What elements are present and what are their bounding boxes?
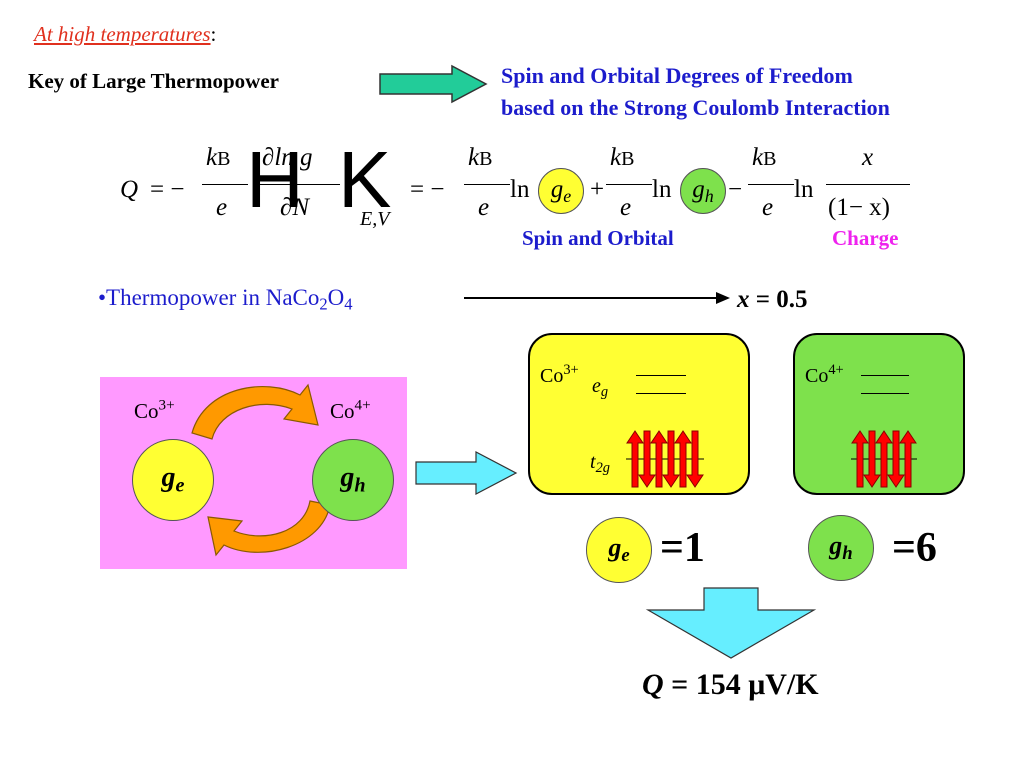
t2g-spin-arrows-icon	[626, 430, 704, 488]
eq-e-1: e	[216, 194, 228, 221]
eq-plus: +	[590, 176, 605, 203]
co4-level-box: Co4+	[793, 333, 965, 495]
key-right-arrow-icon	[379, 64, 488, 104]
eq-EV: E,V	[360, 208, 390, 230]
eq-glyph-K: K	[338, 135, 392, 224]
q-result: Q = 154 μV/K	[642, 668, 819, 701]
t2g-label: t2g	[590, 451, 610, 477]
pink-co3-label: Co3+	[134, 397, 175, 423]
key-label: Key of Large Thermopower	[28, 69, 279, 93]
eq-glyph-H: H	[246, 135, 304, 224]
eq-equals-minus-2: = −	[410, 176, 445, 203]
pink-co4-label: Co4+	[330, 397, 371, 423]
eq-ln-2: ln	[652, 176, 672, 203]
heading-text: At high temperatures	[34, 22, 211, 46]
co4-spin-arrows-icon	[851, 430, 917, 488]
eq-ge-circle: ge	[538, 168, 584, 214]
spin-orbital-description: Spin and Orbital Degrees of Freedom base…	[501, 60, 890, 124]
eq-x: x	[862, 144, 874, 171]
label-spin-orbital: Spin and Orbital	[522, 226, 674, 250]
result-ge-value: =1	[660, 525, 705, 571]
eq-Q: Q	[120, 176, 139, 203]
co3-label: Co3+	[540, 362, 579, 387]
eq-frac-line-4	[606, 184, 652, 185]
x-value: x = 0.5	[737, 286, 808, 313]
thermopower-bullet: •Thermopower in NaCo2O4	[98, 285, 353, 314]
eq-frac-line-3	[464, 184, 510, 185]
heading: At high temperatures:	[34, 22, 216, 47]
eq-frac-line-6	[826, 184, 910, 185]
co3-level-box: Co3+ eg t2g	[528, 333, 750, 495]
co4-eg-level-1	[861, 375, 909, 376]
eq-kb-1: kB	[206, 144, 231, 171]
eq-one-minus-x: (1− x)	[828, 194, 890, 221]
eq-ln-3: ln	[794, 176, 814, 203]
cyan-right-arrow-icon	[415, 451, 518, 495]
eq-partial-N: ∂N	[280, 194, 310, 221]
cyan-down-arrow-icon	[645, 587, 817, 659]
eq-gh-circle: gh	[680, 168, 726, 214]
eq-kb-4: kB	[752, 144, 777, 171]
spin-line-2: based on the Strong Coulomb Interaction	[501, 95, 890, 120]
result-gh-value: =6	[892, 525, 937, 571]
co4-eg-level-2	[861, 393, 909, 394]
result-ge-circle: ge	[586, 517, 652, 583]
result-gh-circle: gh	[808, 515, 874, 581]
co4-label: Co4+	[805, 362, 844, 387]
eq-frac-line-5	[748, 184, 794, 185]
pink-gh-circle: gh	[312, 439, 394, 521]
eq-frac-line-2	[260, 184, 340, 185]
eg-level-2	[636, 393, 686, 394]
heading-colon: :	[210, 22, 217, 46]
eg-level-1	[636, 375, 686, 376]
thermopower-equation: Q = − kB e ∂ln g ∂N H K E,V = − kB e ln …	[110, 138, 930, 248]
thermopower-arrow-icon	[464, 292, 730, 304]
eq-partial-ln-g: ∂ln g	[262, 144, 313, 171]
eg-label: eg	[592, 375, 609, 401]
hopping-arrows-icon	[191, 383, 331, 557]
eq-e-3: e	[620, 194, 632, 221]
eq-e-4: e	[762, 194, 774, 221]
eq-frac-line-1	[202, 184, 248, 185]
spin-line-1: Spin and Orbital Degrees of Freedom	[501, 63, 853, 88]
eq-equals-minus-1: = −	[150, 176, 185, 203]
eq-ln-1: ln	[510, 176, 530, 203]
eq-kb-2: kB	[468, 144, 493, 171]
hopping-diagram: Co3+ Co4+ ge gh	[100, 377, 407, 569]
eq-e-2: e	[478, 194, 490, 221]
eq-kb-3: kB	[610, 144, 635, 171]
pink-ge-circle: ge	[132, 439, 214, 521]
label-charge: Charge	[832, 226, 899, 250]
eq-minus: −	[728, 176, 743, 203]
